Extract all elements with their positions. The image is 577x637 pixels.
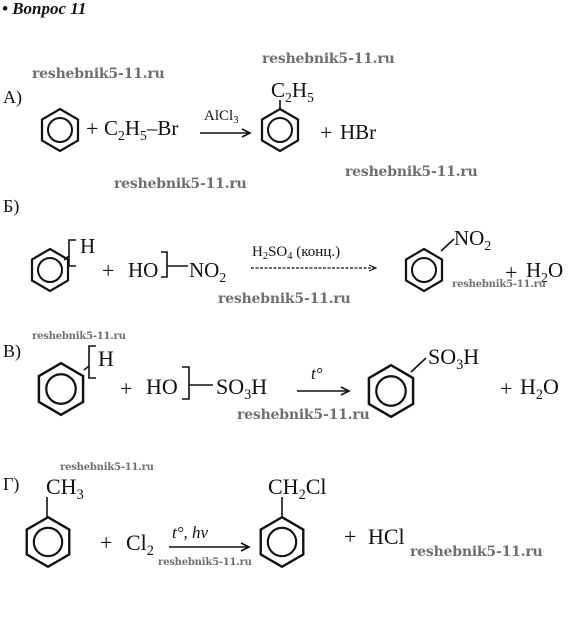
plus-sign: + (500, 376, 513, 401)
nitro-substituent: NO2 (454, 226, 492, 253)
chloromethyl-substituent: CH2Cl (268, 474, 327, 503)
reaction-arrow-icon (251, 264, 378, 272)
bracket-mark (63, 239, 76, 267)
section-v-label: В) (3, 341, 21, 361)
bond-line (440, 238, 455, 252)
watermark: reshebnik5-11.ru (32, 66, 165, 82)
watermark: reshebnik5-11.ru (237, 407, 370, 423)
ethyl-bromide-formula: C2H5–Br (104, 116, 179, 143)
benzene-ring-icon (40, 107, 80, 153)
plus-sign: + (102, 258, 115, 283)
bracket-mark (83, 345, 96, 379)
bond-line (279, 100, 281, 109)
watermark: reshebnik5-11.ru (410, 544, 543, 560)
bracket-bond-mark (161, 251, 188, 278)
watermark: reshebnik5-11.ru (262, 51, 395, 67)
methyl-substituent: CH3 (46, 474, 84, 503)
section-a-label: А) (3, 87, 22, 107)
benzene-ring-icon (260, 107, 300, 153)
hbr-byproduct: HBr (340, 120, 377, 144)
benzene-ring-icon (30, 247, 70, 293)
plus-sign: + (86, 116, 99, 141)
condition-label: t°, hν (172, 523, 209, 542)
plus-sign: + (120, 376, 133, 401)
watermark: reshebnik5-11.ru (114, 176, 247, 192)
hydrogen-atom: H (98, 346, 114, 371)
benzene-ring-icon (37, 361, 85, 417)
bond-line (410, 357, 427, 373)
plus-sign: + (505, 260, 518, 285)
watermark: reshebnik5-11.ru (345, 164, 478, 180)
chlorine-reagent: Cl2 (126, 530, 154, 559)
reaction-arrow-icon (297, 386, 351, 396)
benzene-ring-icon (367, 363, 415, 419)
hydrogen-atom: H (80, 234, 96, 258)
hydroxyl-group: HO (146, 374, 178, 399)
watermark: reshebnik5-11.ru (32, 331, 126, 342)
watermark: reshebnik5-11.ru (158, 557, 252, 568)
reaction-arrow-icon (169, 542, 251, 552)
bond-line (281, 497, 283, 517)
plus-sign: + (344, 524, 357, 549)
ethyl-substituent: C2H5 (271, 78, 314, 105)
sulfo-substituent: SO3H (428, 344, 480, 373)
water-byproduct: H2O (520, 374, 559, 403)
benzene-ring-icon (259, 515, 305, 569)
hcl-byproduct: HCl (368, 524, 405, 549)
sulfo-group: SO3H (216, 374, 268, 403)
bracket-bond-mark (182, 366, 213, 400)
condition-label: t° (311, 364, 323, 383)
hydroxyl-group: HO (128, 258, 159, 282)
catalyst-label: AlCl3 (204, 108, 239, 127)
section-b-label: Б) (3, 196, 20, 216)
water-byproduct: H2O (526, 258, 564, 285)
reaction-arrow-icon (200, 128, 252, 138)
nitro-group: NO2 (189, 258, 227, 285)
question-title: • Вопрос 11 (2, 0, 87, 18)
benzene-ring-icon (404, 247, 444, 293)
watermark: reshebnik5-11.ru (452, 279, 546, 290)
condition-label: H2SO4 (конц.) (252, 244, 341, 263)
plus-sign: + (100, 530, 113, 555)
benzene-ring-icon (25, 515, 71, 569)
watermark: reshebnik5-11.ru (218, 291, 351, 307)
section-g-label: Г) (3, 474, 20, 494)
watermark: reshebnik5-11.ru (60, 462, 154, 473)
plus-sign: + (320, 120, 333, 145)
bond-line (46, 497, 48, 517)
